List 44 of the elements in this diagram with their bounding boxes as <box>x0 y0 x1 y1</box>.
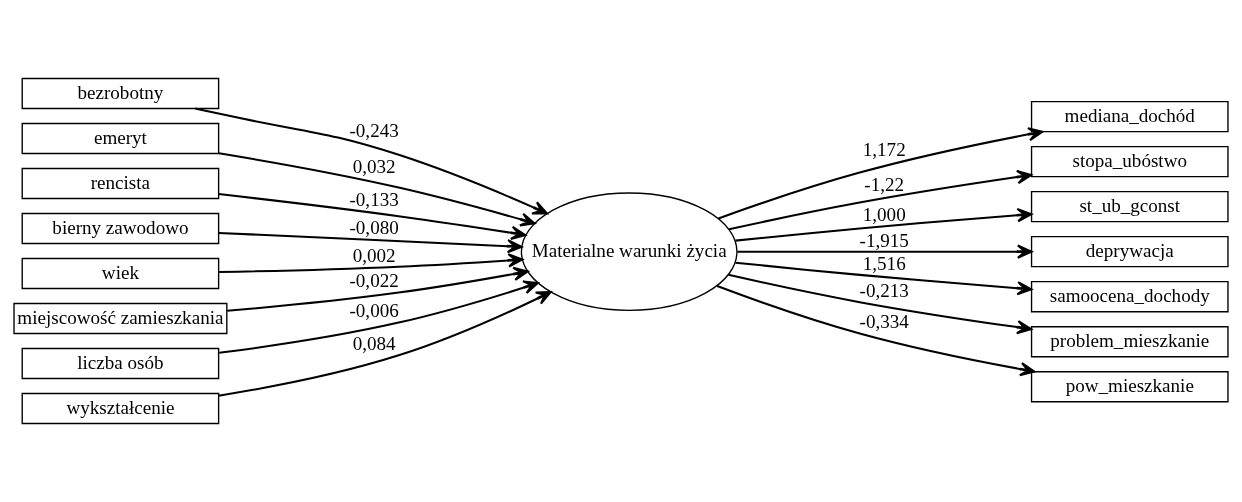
node-box: rencista <box>21 167 220 200</box>
arrow <box>735 261 1033 296</box>
arrow <box>728 273 1033 335</box>
node-box: liczba osób <box>21 347 220 380</box>
node-box: bierny zawodowo <box>21 212 220 245</box>
arrow <box>716 285 1036 377</box>
arrow <box>227 266 529 312</box>
node-box: deprywacja <box>1030 236 1229 268</box>
node-box: miejscowość zamieszkania <box>13 302 228 335</box>
arrow <box>219 280 539 354</box>
node-box: emeryt <box>21 122 220 155</box>
edge-label: -0,213 <box>859 279 909 301</box>
arrow <box>718 127 1044 220</box>
arrow <box>218 152 536 227</box>
node-box: st_ub_gconst <box>1030 191 1229 223</box>
edge-label: -0,080 <box>349 217 399 239</box>
edge-label: 0,032 <box>352 155 396 177</box>
arrow <box>219 253 524 274</box>
arrow <box>218 193 527 240</box>
edge-label: -0,334 <box>859 311 909 333</box>
node-box: wykształcenie <box>21 392 220 425</box>
edge-label: -1,22 <box>864 173 905 195</box>
edge-label: 1,000 <box>862 203 906 225</box>
edge-label: -0,133 <box>349 188 399 210</box>
node-box: stopa_ubóstwo <box>1030 146 1229 178</box>
edge-label: -0,243 <box>349 120 399 142</box>
edge-label: 1,516 <box>862 252 906 274</box>
node-box: mediana_dochód <box>1030 100 1229 133</box>
arrow <box>218 291 552 397</box>
edge-label: 1,172 <box>862 139 906 161</box>
edge-label: 0,084 <box>352 333 396 355</box>
node-box: problem_mieszkanie <box>1030 326 1229 358</box>
node-box: samoocena_dochody <box>1030 281 1229 313</box>
node-box: wiek <box>21 257 220 290</box>
arrow <box>728 169 1033 231</box>
node-box: pow_mieszkanie <box>1030 371 1229 403</box>
edge-label: -0,006 <box>349 300 399 322</box>
edge-label: -1,915 <box>859 229 909 251</box>
edge-label: 0,002 <box>352 244 396 266</box>
arrow <box>218 231 523 254</box>
arrow <box>735 208 1033 242</box>
node-box: bezrobotny <box>21 77 220 110</box>
edge-label: -0,022 <box>349 270 399 292</box>
arrow <box>737 244 1033 259</box>
